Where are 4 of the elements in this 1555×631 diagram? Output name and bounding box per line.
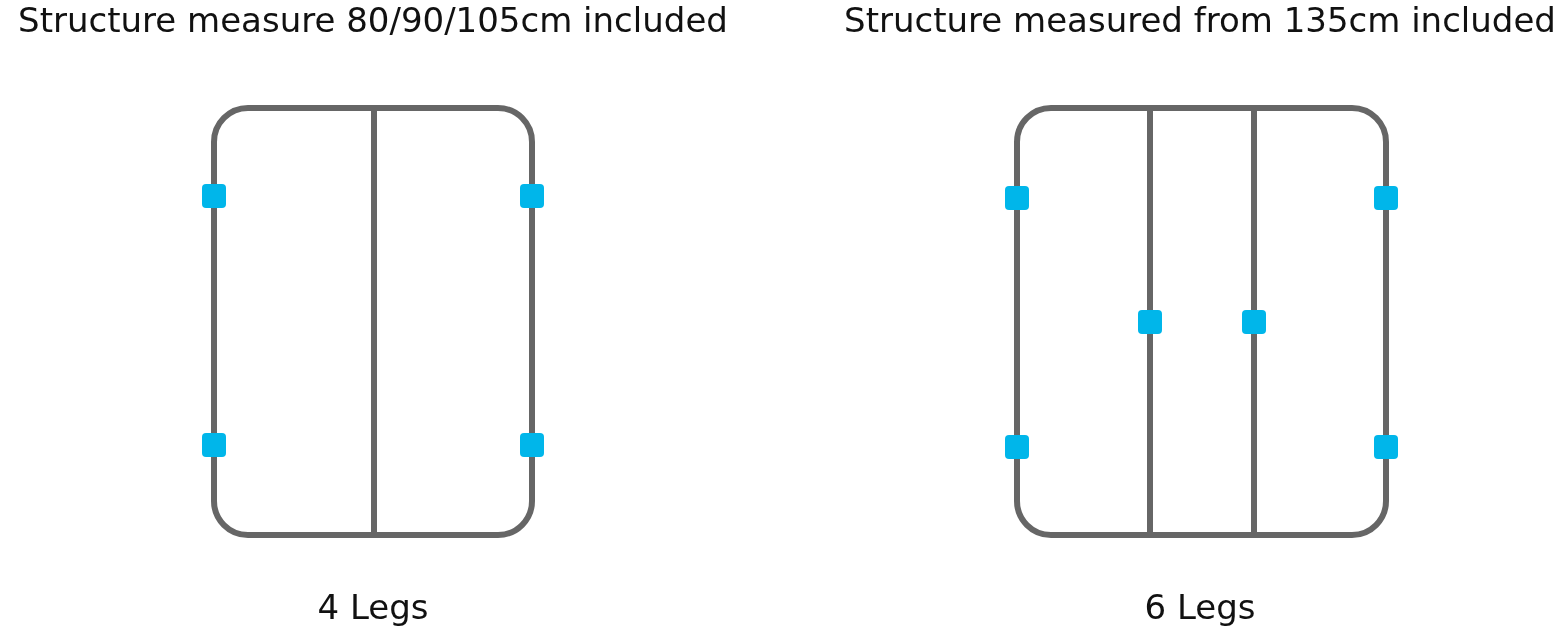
caption: 6 Legs [1144, 587, 1256, 627]
heading: Structure measure 80/90/105cm included [18, 0, 728, 40]
heading: Structure measured from 135cm included [844, 0, 1555, 40]
caption: 4 Legs [317, 587, 429, 627]
